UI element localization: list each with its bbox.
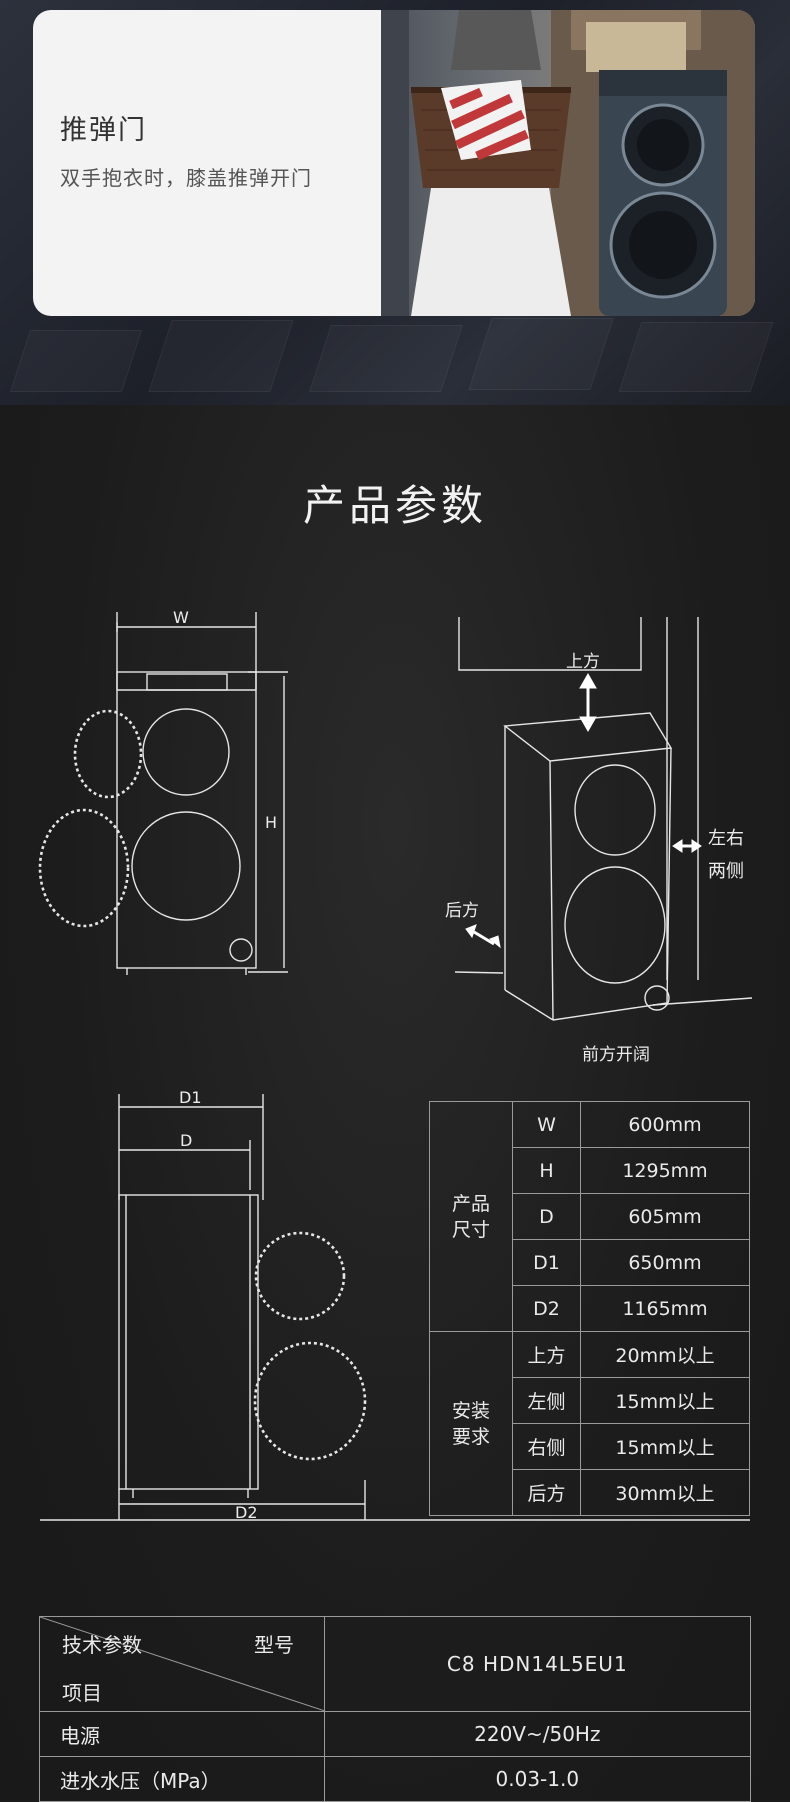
table-row: 右侧 15mm以上 <box>430 1423 750 1470</box>
w-label: W <box>173 608 189 627</box>
front-view-drawing <box>38 612 288 975</box>
row-key: D1 <box>512 1239 581 1286</box>
model-value: C8 HDN14L5EU1 <box>323 1616 752 1712</box>
row-value: 650mm <box>580 1239 750 1286</box>
header-label-a: 技术参数 <box>62 1633 142 1657</box>
h-label: H <box>265 813 278 832</box>
front-label: 前方开阔 <box>582 1045 650 1065</box>
item-value: 0.03-1.0 <box>323 1756 752 1802</box>
row-value: 15mm以上 <box>580 1377 750 1424</box>
row-key: 右侧 <box>512 1423 581 1470</box>
table-row: 安装 要求 上方 20mm以上 <box>429 1331 750 1516</box>
table-row: 后方 30mm以上 <box>430 1469 750 1516</box>
table-row: D 605mm <box>430 1193 750 1240</box>
d2-label: D2 <box>235 1503 258 1522</box>
table-row: D1 650mm <box>430 1239 750 1286</box>
row-value: 15mm以上 <box>580 1423 750 1470</box>
group-label-product-size: 产品 尺寸 <box>429 1101 513 1332</box>
diagonal-line <box>40 1617 325 1711</box>
row-key: 后方 <box>512 1469 581 1516</box>
item-label: 进水水压（MPa） <box>39 1756 325 1802</box>
diagonal-header-cell: 技术参数 型号 项目 <box>39 1616 325 1712</box>
feature-photo <box>381 10 755 316</box>
table-header-row: 技术参数 型号 项目 C8 HDN14L5EU1 <box>39 1616 752 1712</box>
row-key: 上方 <box>512 1331 581 1378</box>
row-value: 605mm <box>580 1193 750 1240</box>
sides-label-1: 左右 <box>708 828 744 849</box>
row-value: 20mm以上 <box>580 1331 750 1378</box>
row-key: D <box>512 1193 581 1240</box>
row-value: 600mm <box>580 1101 750 1148</box>
group-label-install-req: 安装 要求 <box>429 1331 513 1516</box>
row-value: 30mm以上 <box>580 1469 750 1516</box>
header-label-b: 型号 <box>254 1633 294 1657</box>
table-row: 产品 尺寸 W 600mm <box>429 1101 750 1332</box>
install-view-drawing <box>454 617 753 1021</box>
photo-illustration <box>381 10 755 316</box>
arrow-icons <box>465 672 702 949</box>
table-row: H 1295mm <box>430 1147 750 1194</box>
hero-banner: 推弹门 双手抱衣时，膝盖推弹开门 <box>0 0 790 405</box>
row-value: 1295mm <box>580 1147 750 1194</box>
row-key: H <box>512 1147 581 1194</box>
row-value: 1165mm <box>580 1285 750 1332</box>
row-key: 左侧 <box>512 1377 581 1424</box>
section-title: 产品参数 <box>302 481 487 530</box>
header-label-c: 项目 <box>62 1681 102 1705</box>
d-label: D <box>180 1131 193 1150</box>
row-key: W <box>512 1101 581 1148</box>
d1-label: D1 <box>179 1088 202 1107</box>
size-table: 产品 尺寸 W 600mm H 1295mm D 605mm D1 650mm … <box>429 1101 750 1516</box>
table-row: 进水水压（MPa） 0.03-1.0 <box>39 1756 752 1802</box>
feature-subtitle: 双手抱衣时，膝盖推弹开门 <box>60 166 312 190</box>
table-row: 电源 220V~/50Hz <box>39 1711 752 1757</box>
table-row: 左侧 15mm以上 <box>430 1377 750 1424</box>
item-value: 220V~/50Hz <box>323 1711 752 1757</box>
tech-spec-table: 技术参数 型号 项目 C8 HDN14L5EU1 电源 220V~/50Hz 进… <box>39 1616 752 1802</box>
sides-label-2: 两侧 <box>708 861 744 882</box>
top-label: 上方 <box>566 652 600 672</box>
item-label: 电源 <box>39 1711 325 1757</box>
row-key: D2 <box>512 1285 581 1332</box>
back-label: 后方 <box>445 901 479 921</box>
feature-title: 推弹门 <box>60 115 147 146</box>
side-view-drawing <box>40 1094 750 1521</box>
feature-card: 推弹门 双手抱衣时，膝盖推弹开门 <box>33 10 755 316</box>
